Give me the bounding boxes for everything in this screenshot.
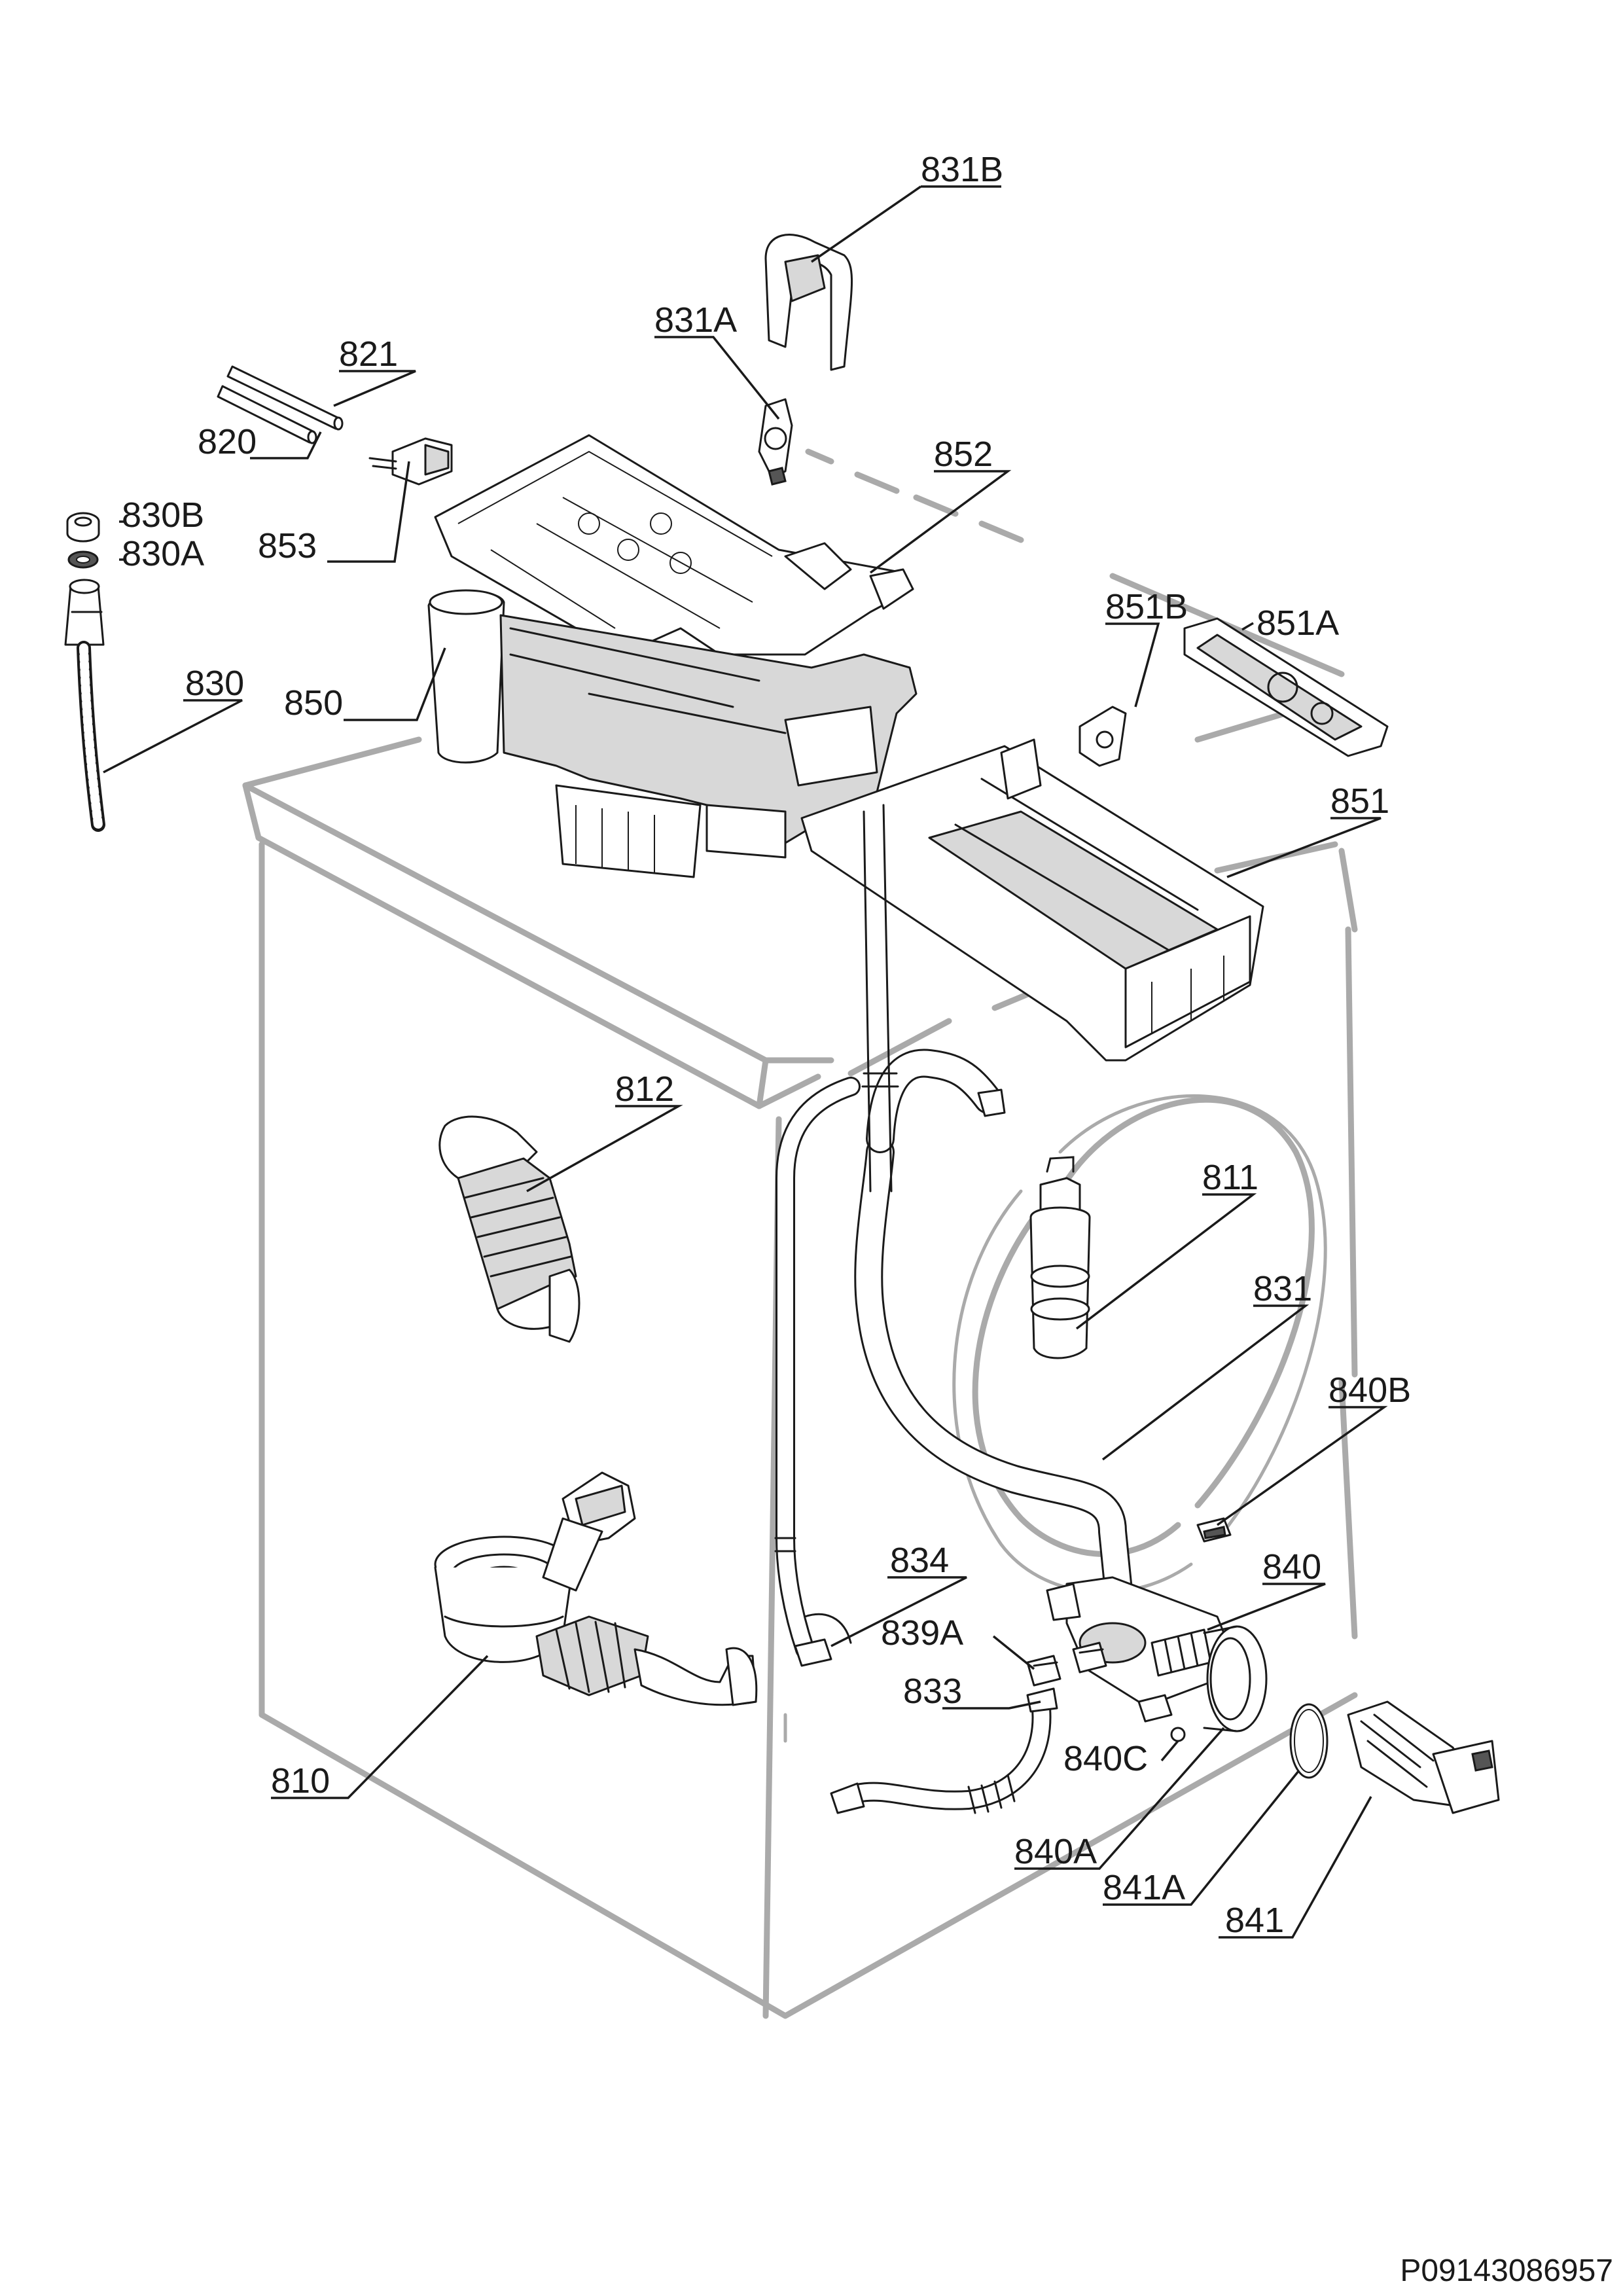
label-830a: 830A xyxy=(122,534,204,573)
label-850: 850 xyxy=(284,683,343,723)
label-834: 834 xyxy=(890,1541,949,1580)
label-830: 830 xyxy=(185,664,244,703)
dispenser-pipe xyxy=(863,804,893,1193)
dispenser-housing-850 xyxy=(427,589,918,878)
label-840: 840 xyxy=(1262,1547,1321,1587)
label-840a: 840A xyxy=(1014,1832,1097,1871)
label-812: 812 xyxy=(615,1069,674,1109)
detergent-drawer-851 xyxy=(800,738,1264,1062)
label-821: 821 xyxy=(339,334,398,374)
label-840c: 840C xyxy=(1063,1739,1148,1778)
diagram-reference-code: P09143086957 xyxy=(1400,2253,1613,2288)
label-830b: 830B xyxy=(122,495,204,535)
label-851a: 851A xyxy=(1257,603,1339,643)
bellows-hose-812 xyxy=(438,1115,580,1343)
screw-840c xyxy=(1170,1727,1186,1742)
label-851b: 851B xyxy=(1105,587,1188,626)
label-833: 833 xyxy=(903,1672,962,1711)
label-831b: 831B xyxy=(921,150,1003,189)
handle-851a xyxy=(1183,617,1389,757)
label-820: 820 xyxy=(198,422,257,461)
pump-filter-841 xyxy=(1347,1700,1500,1814)
bracket-851b xyxy=(1079,706,1127,767)
label-852: 852 xyxy=(934,435,993,474)
label-853: 853 xyxy=(258,526,317,565)
part-labels: 831B 831A 821 820 852 853 830B 830A 830 … xyxy=(122,150,1411,1940)
dispenser-lid-852 xyxy=(434,434,914,656)
clip-840b xyxy=(1196,1517,1232,1543)
label-831a: 831A xyxy=(654,300,737,340)
drain-hose-831 xyxy=(854,1049,1133,1611)
tube-820 xyxy=(217,385,317,444)
tube-821 xyxy=(226,365,344,431)
cabinet-outline xyxy=(242,448,1358,2019)
valve-853 xyxy=(368,437,453,486)
hose-clamp-831b xyxy=(764,234,853,371)
inlet-hose-830 xyxy=(64,579,105,832)
washer-830a xyxy=(67,550,99,569)
label-841a: 841A xyxy=(1103,1868,1185,1907)
sump-hose-810 xyxy=(434,1471,758,1706)
label-831: 831 xyxy=(1253,1269,1312,1308)
label-810: 810 xyxy=(271,1761,330,1801)
label-851: 851 xyxy=(1330,781,1389,821)
clip-831a xyxy=(758,398,793,486)
label-841: 841 xyxy=(1225,1901,1284,1940)
gasket-841a xyxy=(1289,1703,1329,1779)
door-ring xyxy=(952,1094,1327,1594)
label-811: 811 xyxy=(1202,1158,1258,1197)
pump-housing-840a xyxy=(1203,1625,1268,1732)
label-840b: 840B xyxy=(1329,1371,1411,1410)
connector-830b xyxy=(66,512,100,543)
label-839a: 839A xyxy=(881,1613,963,1653)
connector-839a xyxy=(1026,1641,1107,1687)
hose-834 xyxy=(774,1077,861,1667)
leader-lines xyxy=(103,185,1388,1939)
pressure-chamber-811 xyxy=(1029,1156,1091,1359)
hose-833 xyxy=(830,1687,1058,1814)
